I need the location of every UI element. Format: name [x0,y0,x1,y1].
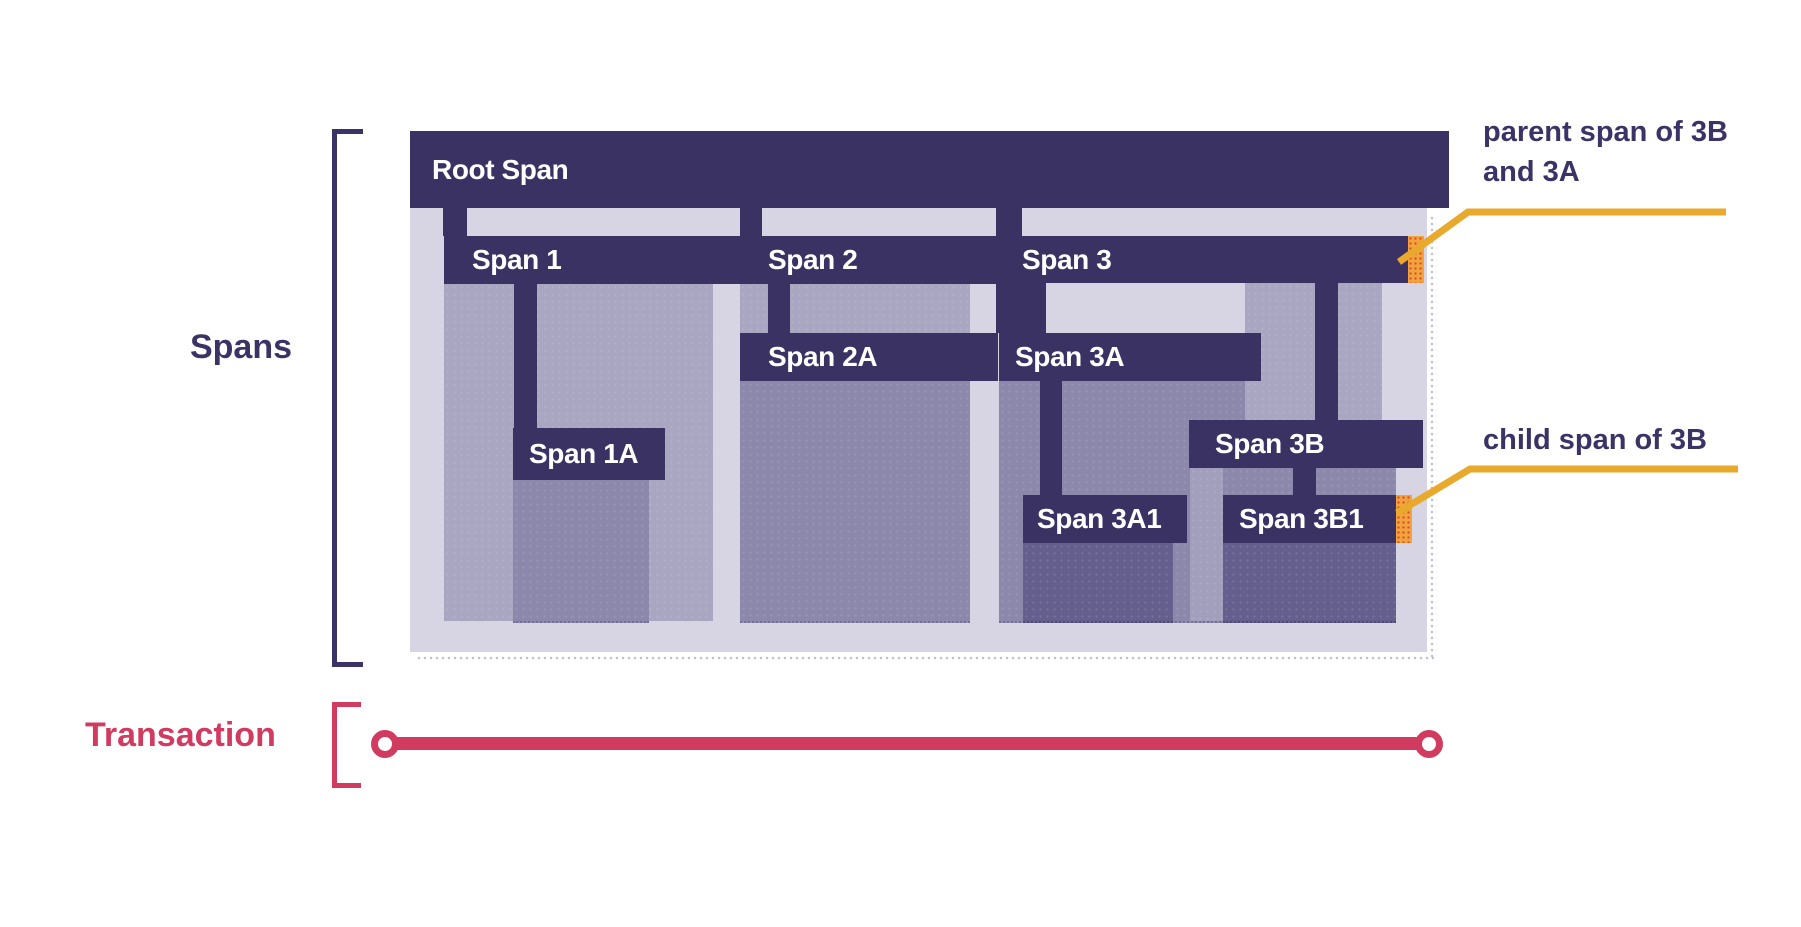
connector-root-to-span3 [996,208,1022,236]
container-shadow-bottom [416,655,1434,663]
child-span-annotation: child span of 3B [1483,424,1707,456]
transaction-bracket [332,702,361,788]
span-3b-body-left [1190,468,1223,621]
span-3a-label: Span 3A [1015,341,1125,372]
parent-span-marker [1408,236,1424,283]
transaction-timeline [397,737,1417,750]
span-3-bar: Span 3 [996,236,1424,283]
connector-span1-to-span1a [514,284,537,428]
span-2-bar: Span 2 [740,236,998,284]
connector-span2-to-span2a [768,284,790,333]
span-3a1-bar: Span 3A1 [1023,495,1187,543]
span-3a1-label: Span 3A1 [1037,503,1162,534]
connector-span3-to-span3b [1315,283,1338,420]
connector-root-to-span1 [443,208,467,236]
span-1a-label: Span 1A [529,438,639,469]
root-span-label: Root Span [432,153,569,185]
span-2a-label: Span 2A [768,341,878,372]
span-3b1-bar: Span 3B1 [1223,495,1412,543]
parent-span-annotation: parent span of 3B and 3A [1483,116,1728,188]
span-3b1-body [1223,543,1396,623]
container-shadow-right [1429,215,1437,660]
connector-span3b-to-span3b1 [1293,468,1316,495]
span-1-label: Span 1 [472,244,562,275]
span-3b-label: Span 3B [1215,428,1325,459]
root-span-bar: Root Span [410,131,1449,208]
span-3b1-label: Span 3B1 [1239,503,1364,534]
child-callout-line [1395,465,1738,516]
timeline-start-circle [371,730,399,758]
span-2a-bar: Span 2A [740,333,998,381]
spans-label: Spans [189,328,293,366]
connector-span3-to-span3a [996,283,1046,333]
child-span-marker [1396,495,1412,543]
spans-bracket [332,129,363,667]
span-3-label: Span 3 [1022,243,1112,275]
connector-span3a-to-span3a1 [1040,381,1062,495]
transaction-label: Transaction [85,716,276,754]
span-3a-bar: Span 3A [999,333,1261,381]
span-2-label: Span 2 [768,244,858,275]
timeline-end-circle [1415,730,1443,758]
span-3-body [1245,283,1382,420]
parent-callout-line [1396,208,1726,265]
span-1a-bar: Span 1A [513,428,665,480]
span-3a1-body [1023,543,1173,623]
span-3b-bar: Span 3B [1189,420,1423,468]
span-2a-body [740,381,970,623]
span-1a-body [513,480,649,623]
span-1-bar: Span 1 [444,236,741,284]
connector-root-to-span2 [740,208,762,236]
